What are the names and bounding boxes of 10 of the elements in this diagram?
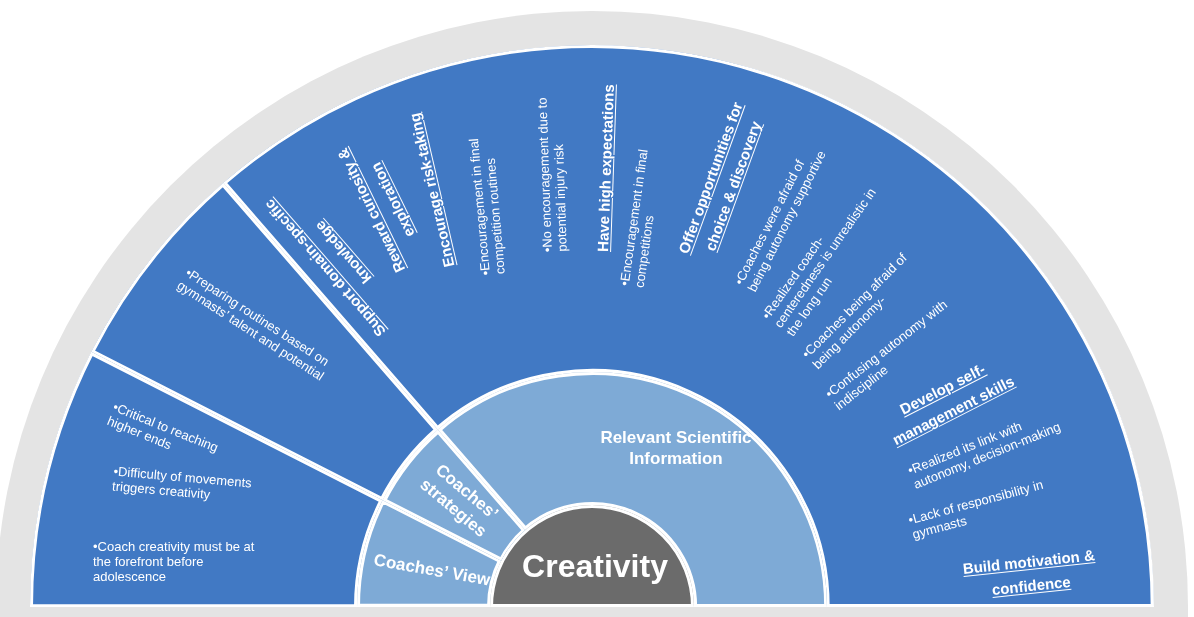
category-label: Relevant Scientific Information <box>599 426 753 470</box>
strategy-heading: Have high expectations <box>593 82 618 254</box>
center-title: Creativity <box>521 547 669 586</box>
bullet-text: •Coach creativity must be at the forefront before adolescence <box>93 539 256 585</box>
strategy-heading: Build motivation & confidence <box>960 545 1097 600</box>
bullet-text: •Difficulty of movements triggers creativity <box>111 464 254 504</box>
category-label: Coaches’ View <box>371 549 493 592</box>
bullet-text: •Encouragement in final competition routines <box>464 136 509 276</box>
bullet-text: •No encouragement due to potential injury risk <box>535 96 571 253</box>
bullet-text: •Encouragement in final competitions <box>617 147 658 289</box>
